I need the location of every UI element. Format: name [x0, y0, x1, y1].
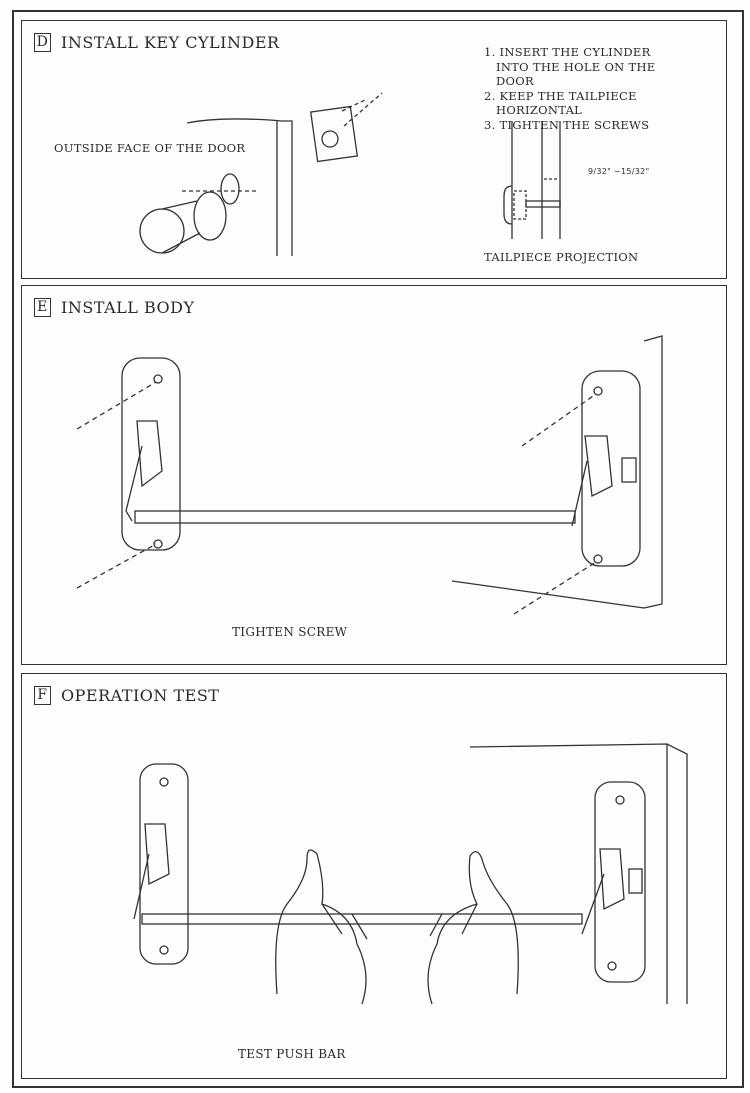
step-line: DOOR — [496, 74, 534, 88]
key-cylinder-illustration — [139, 92, 561, 256]
step-line: 2. KEEP THE TAILPIECE — [484, 88, 637, 103]
step-line: INTO THE HOLE ON THE — [496, 59, 656, 74]
instruction-steps: 1. INSERT THE CYLINDER INTO THE HOLE ON … — [484, 45, 656, 132]
install-body-illustration — [76, 335, 663, 615]
section-letter: D — [34, 33, 51, 52]
tighten-screw-caption: TIGHTEN SCREW — [232, 625, 348, 639]
step-line: 3. TIGHTEN THE SCREWS — [484, 117, 650, 132]
section-title: INSTALL KEY CYLINDER — [61, 33, 280, 52]
panel-install-key-cylinder: D INSTALL KEY CYLINDER OUTSIDE FACE OF T… — [21, 20, 727, 279]
section-heading-d: D INSTALL KEY CYLINDER — [34, 33, 280, 52]
section-letter: F — [34, 686, 51, 705]
outside-face-label: OUTSIDE FACE OF THE DOOR — [54, 141, 246, 155]
section-heading-e: E INSTALL BODY — [34, 298, 195, 317]
panel-operation-test: F OPERATION TEST TEST PUSH BAR — [21, 673, 727, 1079]
step-line: 1. INSERT THE CYLINDER — [484, 45, 651, 59]
section-title: INSTALL BODY — [61, 298, 195, 317]
section-letter: E — [34, 298, 51, 317]
panel-install-body: E INSTALL BODY TIGHTEN SCREW — [21, 285, 727, 665]
tailpiece-caption: TAILPIECE PROJECTION — [484, 250, 639, 264]
section-title: OPERATION TEST — [61, 686, 220, 705]
test-push-bar-caption: TEST PUSH BAR — [238, 1047, 346, 1061]
operation-test-illustration — [133, 743, 688, 1005]
page-frame — [12, 10, 744, 1088]
section-heading-f: F OPERATION TEST — [34, 686, 219, 705]
dimension-label: 9/32" ~15/32" — [588, 167, 650, 176]
step-line: HORIZONTAL — [496, 103, 583, 117]
